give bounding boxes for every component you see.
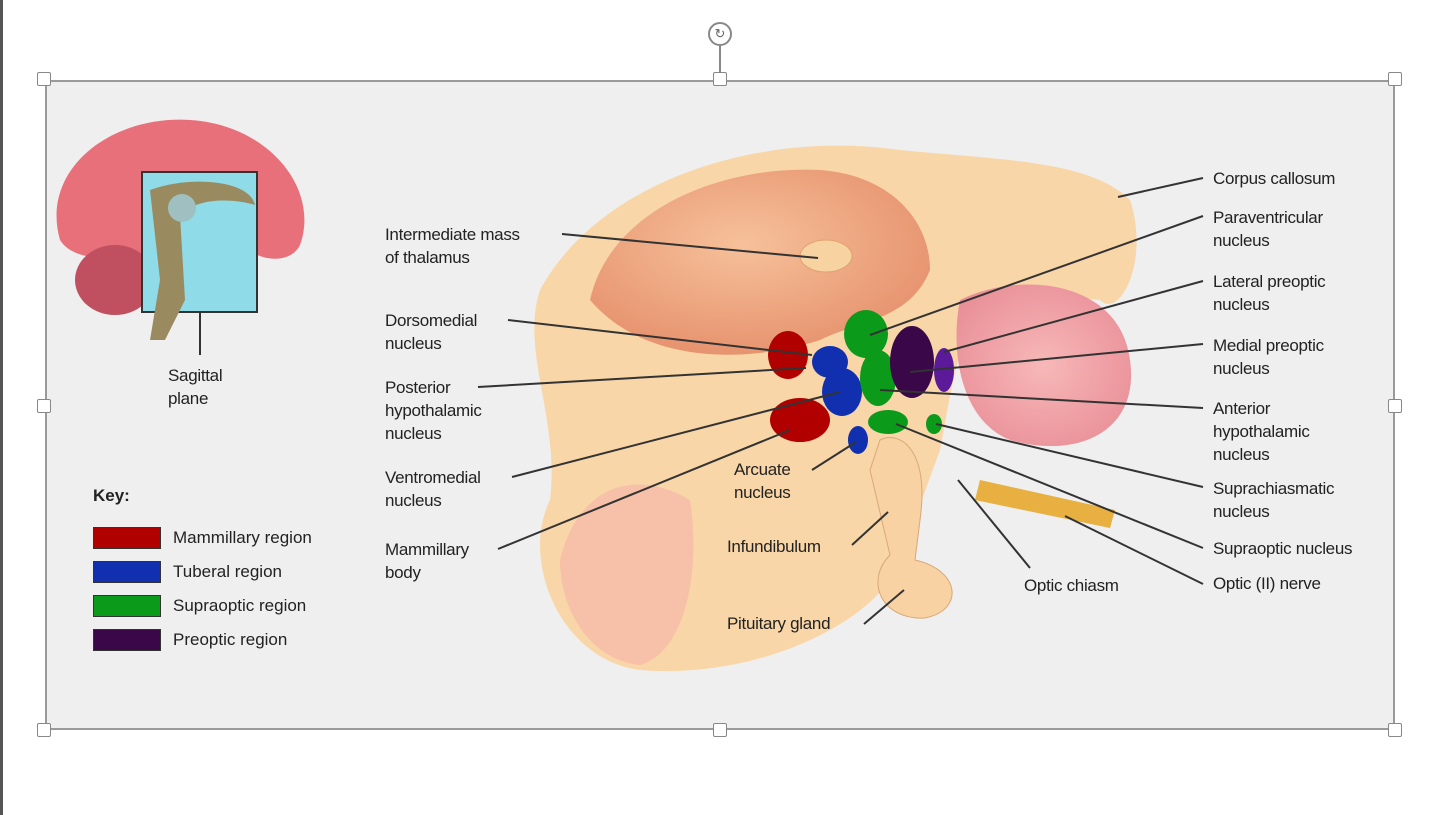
label-line: hypothalamic [385,401,482,420]
resize-handle-bottom-right[interactable] [1388,723,1402,737]
brain-thumbnail [56,119,305,355]
label-line: Posterior [385,378,451,397]
label-ventromedial: Ventromedial nucleus [385,466,481,512]
label-line: nucleus [1213,359,1270,378]
label-line: nucleus [1213,295,1270,314]
label-line: of thalamus [385,248,470,267]
key-swatch [93,595,161,617]
resize-handle-bottom[interactable] [713,723,727,737]
key-label: Mammillary region [173,528,312,547]
label-line: Paraventricular [1213,208,1323,227]
label-line: nucleus [1213,231,1270,250]
leader-lines [477,177,1204,625]
label-medial-preoptic: Medial preoptic nucleus [1213,334,1324,380]
label-dorsomedial: Dorsomedial nucleus [385,309,477,355]
resize-handle-top-right[interactable] [1388,72,1402,86]
label-corpus-callosum: Corpus callosum [1213,169,1336,188]
label-anterior-hypothalamic: Anterior hypothalamic nucleus [1213,397,1310,466]
resize-handle-bottom-left[interactable] [37,723,51,737]
label-line: body [385,563,421,582]
label-optic-chiasm: Optic chiasm [1024,576,1119,595]
label-line: nucleus [734,483,791,502]
resize-handle-right[interactable] [1388,399,1402,413]
label-line: Suprachiasmatic [1213,479,1335,498]
label-line: Anterior [1213,399,1271,418]
label-arcuate: Arcuate nucleus [734,458,791,504]
label-line: Ventromedial [385,468,481,487]
label-line: nucleus [385,424,442,443]
label-line: nucleus [1213,445,1270,464]
label-line: Mammillary [385,540,469,559]
label-posterior-hypothalamic: Posterior hypothalamic nucleus [385,376,482,445]
key-swatch [93,527,161,549]
key-swatch [93,561,161,583]
rotate-handle-stem [719,46,721,74]
label-line: nucleus [385,334,442,353]
resize-handle-top-left[interactable] [37,72,51,86]
rotate-handle-icon[interactable]: ↻ [708,22,732,46]
label-line: Sagittal [168,366,223,385]
label-line: Arcuate [734,460,791,479]
key-label: Preoptic region [173,630,288,649]
label-line: Medial preoptic [1213,336,1324,355]
resize-handle-left[interactable] [37,399,51,413]
key-label: Tuberal region [173,562,282,581]
label-intermediate-mass: Intermediate mass of thalamus [385,223,520,269]
label-optic-nerve: Optic (II) nerve [1213,574,1321,593]
label-pituitary-gland: Pituitary gland [727,614,831,633]
label-lateral-preoptic: Lateral preoptic nucleus [1213,270,1326,316]
label-line: hypothalamic [1213,422,1310,441]
hypothalamic-nuclei [768,310,954,454]
window-edge [0,0,3,815]
label-supraoptic: Supraoptic nucleus [1213,539,1353,558]
key-label: Supraoptic region [173,596,307,615]
label-paraventricular: Paraventricular nucleus [1213,206,1323,252]
label-suprachiasmatic: Suprachiasmatic nucleus [1213,477,1334,523]
label-line: nucleus [385,491,442,510]
label-line: Lateral preoptic [1213,272,1326,291]
label-line: nucleus [1213,502,1270,521]
label-line: Dorsomedial [385,311,478,330]
key-title: Key: [93,486,130,505]
label-mammillary-body: Mammillary body [385,538,469,584]
resize-handle-top[interactable] [713,72,727,86]
key-swatch [93,629,161,651]
label-line: plane [168,389,209,408]
label-infundibulum: Infundibulum [727,537,821,556]
label-sagittal-plane: Sagittal plane [168,364,223,410]
label-line: Intermediate mass [385,225,520,244]
